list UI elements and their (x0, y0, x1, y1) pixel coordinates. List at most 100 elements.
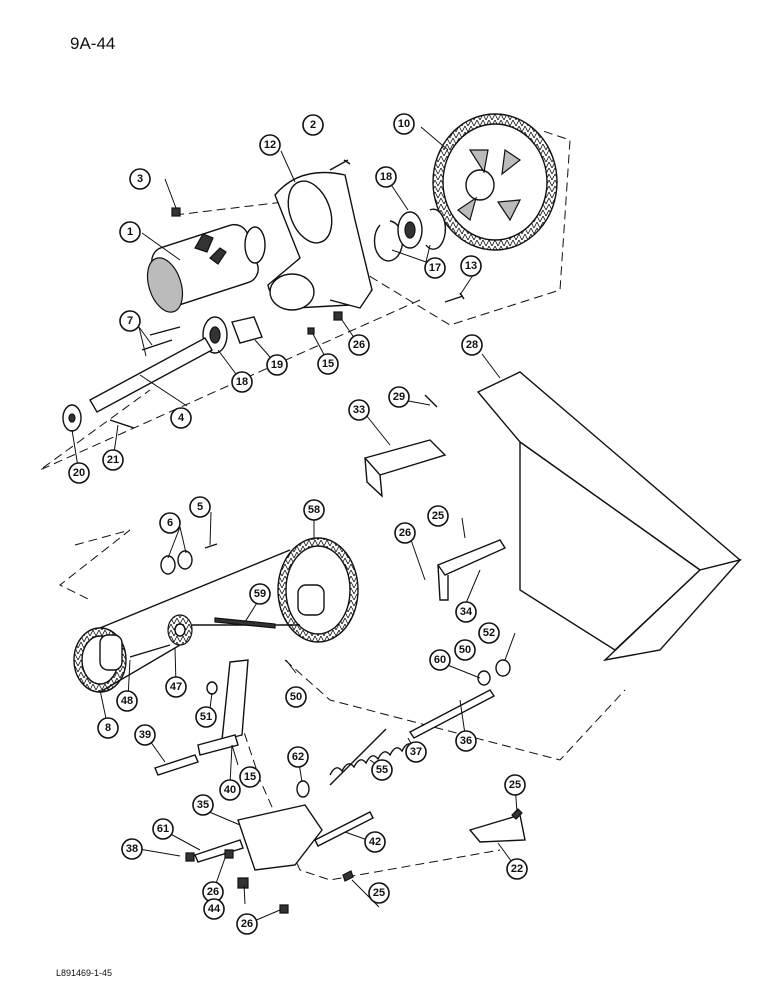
svg-text:25: 25 (432, 510, 444, 522)
callout-38: 38 (121, 838, 143, 860)
callout-5: 5 (189, 496, 211, 518)
callout-39: 39 (134, 724, 156, 746)
svg-text:20: 20 (73, 467, 85, 479)
callout-59: 59 (249, 583, 271, 605)
callout-55: 55 (371, 759, 393, 781)
callout-3: 3 (129, 168, 151, 190)
svg-text:40: 40 (224, 784, 236, 796)
callout-7: 7 (119, 310, 141, 332)
svg-text:37: 37 (410, 746, 422, 758)
svg-text:19: 19 (271, 359, 283, 371)
svg-text:7: 7 (127, 315, 133, 327)
callout-44: 44 (203, 898, 225, 920)
callout-25-lower: 25 (368, 882, 390, 904)
svg-text:34: 34 (460, 606, 473, 618)
svg-text:10: 10 (398, 118, 410, 130)
svg-text:38: 38 (126, 843, 138, 855)
washers (160, 543, 218, 575)
svg-text:39: 39 (139, 729, 151, 741)
svg-text:42: 42 (369, 836, 381, 848)
callout-37: 37 (405, 741, 427, 763)
svg-text:35: 35 (197, 799, 209, 811)
bolts (171, 159, 465, 335)
svg-text:18: 18 (380, 171, 392, 183)
callout-17: 17 (424, 257, 446, 279)
svg-text:25: 25 (509, 779, 521, 791)
callout-52: 52 (478, 622, 500, 644)
callout-40: 40 (219, 779, 241, 801)
svg-text:15: 15 (322, 358, 334, 370)
shield-brackets (363, 394, 507, 601)
tension-spring (329, 659, 511, 786)
starter-motor (146, 223, 266, 313)
svg-text:62: 62 (292, 751, 304, 763)
svg-text:13: 13 (465, 260, 477, 272)
callout-33: 33 (348, 399, 370, 421)
callout-15-upper: 15 (317, 353, 339, 375)
callout-19: 19 (266, 354, 288, 376)
callout-26-lower: 26 (202, 881, 224, 903)
svg-text:6: 6 (167, 517, 173, 529)
svg-text:44: 44 (208, 903, 221, 915)
svg-text:12: 12 (264, 139, 276, 151)
drive-shaft (62, 326, 213, 432)
svg-text:25: 25 (373, 887, 385, 899)
svg-text:21: 21 (107, 454, 119, 466)
svg-text:26: 26 (353, 339, 365, 351)
callout-58: 58 (303, 499, 325, 521)
svg-text:59: 59 (254, 588, 266, 600)
callout-4: 4 (170, 407, 192, 429)
svg-text:47: 47 (170, 681, 182, 693)
callout-36: 36 (455, 730, 477, 752)
svg-text:28: 28 (466, 339, 478, 351)
callout-26-bottom: 26 (236, 913, 258, 935)
chain-shield (476, 371, 743, 662)
callout-12: 12 (259, 134, 281, 156)
callout-28: 28 (461, 334, 483, 356)
bearing-assembly (373, 208, 447, 262)
bushings (202, 316, 263, 354)
callout-15-lower: 15 (239, 766, 261, 788)
svg-text:22: 22 (511, 863, 523, 875)
svg-text:50: 50 (290, 691, 302, 703)
svg-text:52: 52 (483, 627, 495, 639)
svg-text:18: 18 (236, 376, 248, 388)
svg-text:33: 33 (353, 404, 365, 416)
callout-20: 20 (68, 462, 90, 484)
svg-text:26: 26 (399, 527, 411, 539)
sprockets-and-chain (73, 537, 359, 693)
callout-26-mid: 26 (394, 522, 416, 544)
svg-text:2: 2 (310, 119, 316, 131)
svg-text:1: 1 (127, 226, 133, 238)
callout-62: 62 (287, 746, 309, 768)
svg-text:55: 55 (376, 764, 388, 776)
callout-8: 8 (97, 717, 119, 739)
svg-text:15: 15 (244, 771, 256, 783)
large-gear (432, 113, 558, 251)
callout-48: 48 (116, 690, 138, 712)
callout-60: 60 (429, 649, 451, 671)
svg-text:26: 26 (207, 886, 219, 898)
svg-text:51: 51 (200, 711, 212, 723)
callout-42: 42 (364, 831, 386, 853)
svg-text:4: 4 (178, 412, 185, 424)
page-number: 9A-44 (70, 34, 116, 53)
callout-50-right: 50 (454, 639, 476, 661)
svg-text:60: 60 (434, 654, 446, 666)
callout-21: 21 (102, 449, 124, 471)
leader-lines (71, 126, 518, 925)
callout-22: 22 (506, 858, 528, 880)
svg-text:48: 48 (121, 695, 133, 707)
svg-text:26: 26 (241, 918, 253, 930)
svg-text:5: 5 (197, 501, 203, 513)
callout-47: 47 (165, 676, 187, 698)
callout-18-upper: 18 (375, 166, 397, 188)
lower-bracket (185, 780, 526, 914)
callout-6: 6 (159, 512, 181, 534)
callout-10: 10 (393, 113, 415, 135)
motor-bracket (267, 171, 373, 311)
callout-25-mid: 25 (427, 505, 449, 527)
callout-26-upper: 26 (348, 334, 370, 356)
figure-reference-code: L891469-1-45 (56, 968, 113, 978)
